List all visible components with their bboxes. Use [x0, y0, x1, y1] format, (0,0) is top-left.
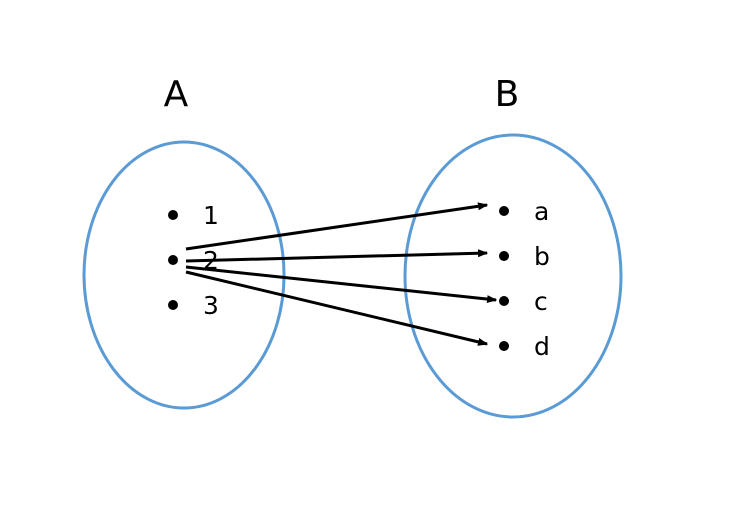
set-b-title: B: [495, 74, 520, 115]
arrow-2-to-a: [185, 205, 487, 251]
set-a-element-2-dot: [168, 255, 178, 265]
set-b-element-a-label: a: [534, 197, 549, 226]
set-a-element-1-dot: [168, 210, 178, 220]
set-b-element-a-dot: [499, 206, 509, 216]
set-b-element-d-dot: [499, 341, 509, 351]
set-b-element-b-dot: [499, 251, 509, 261]
set-b-ellipse: [403, 133, 623, 419]
arrow-2-to-d: [185, 270, 487, 344]
set-b-element-d-label: d: [534, 332, 550, 361]
arrow-2-to-c: [185, 265, 496, 300]
set-b: B a b c d: [403, 74, 623, 419]
mapping-arrows: [185, 205, 496, 344]
set-b-element-b-label: b: [534, 242, 550, 271]
set-a-title: A: [164, 74, 189, 115]
set-a-element-1-label: 1: [203, 201, 219, 230]
set-a-ellipse: [82, 140, 286, 410]
set-b-element-c-label: c: [534, 287, 548, 316]
set-a-element-3-dot: [168, 300, 178, 310]
set-b-element-c-dot: [499, 296, 509, 306]
arrow-2-to-b: [185, 253, 487, 263]
set-a: A 1 2 3: [82, 74, 286, 410]
set-a-element-3-label: 3: [203, 291, 219, 320]
